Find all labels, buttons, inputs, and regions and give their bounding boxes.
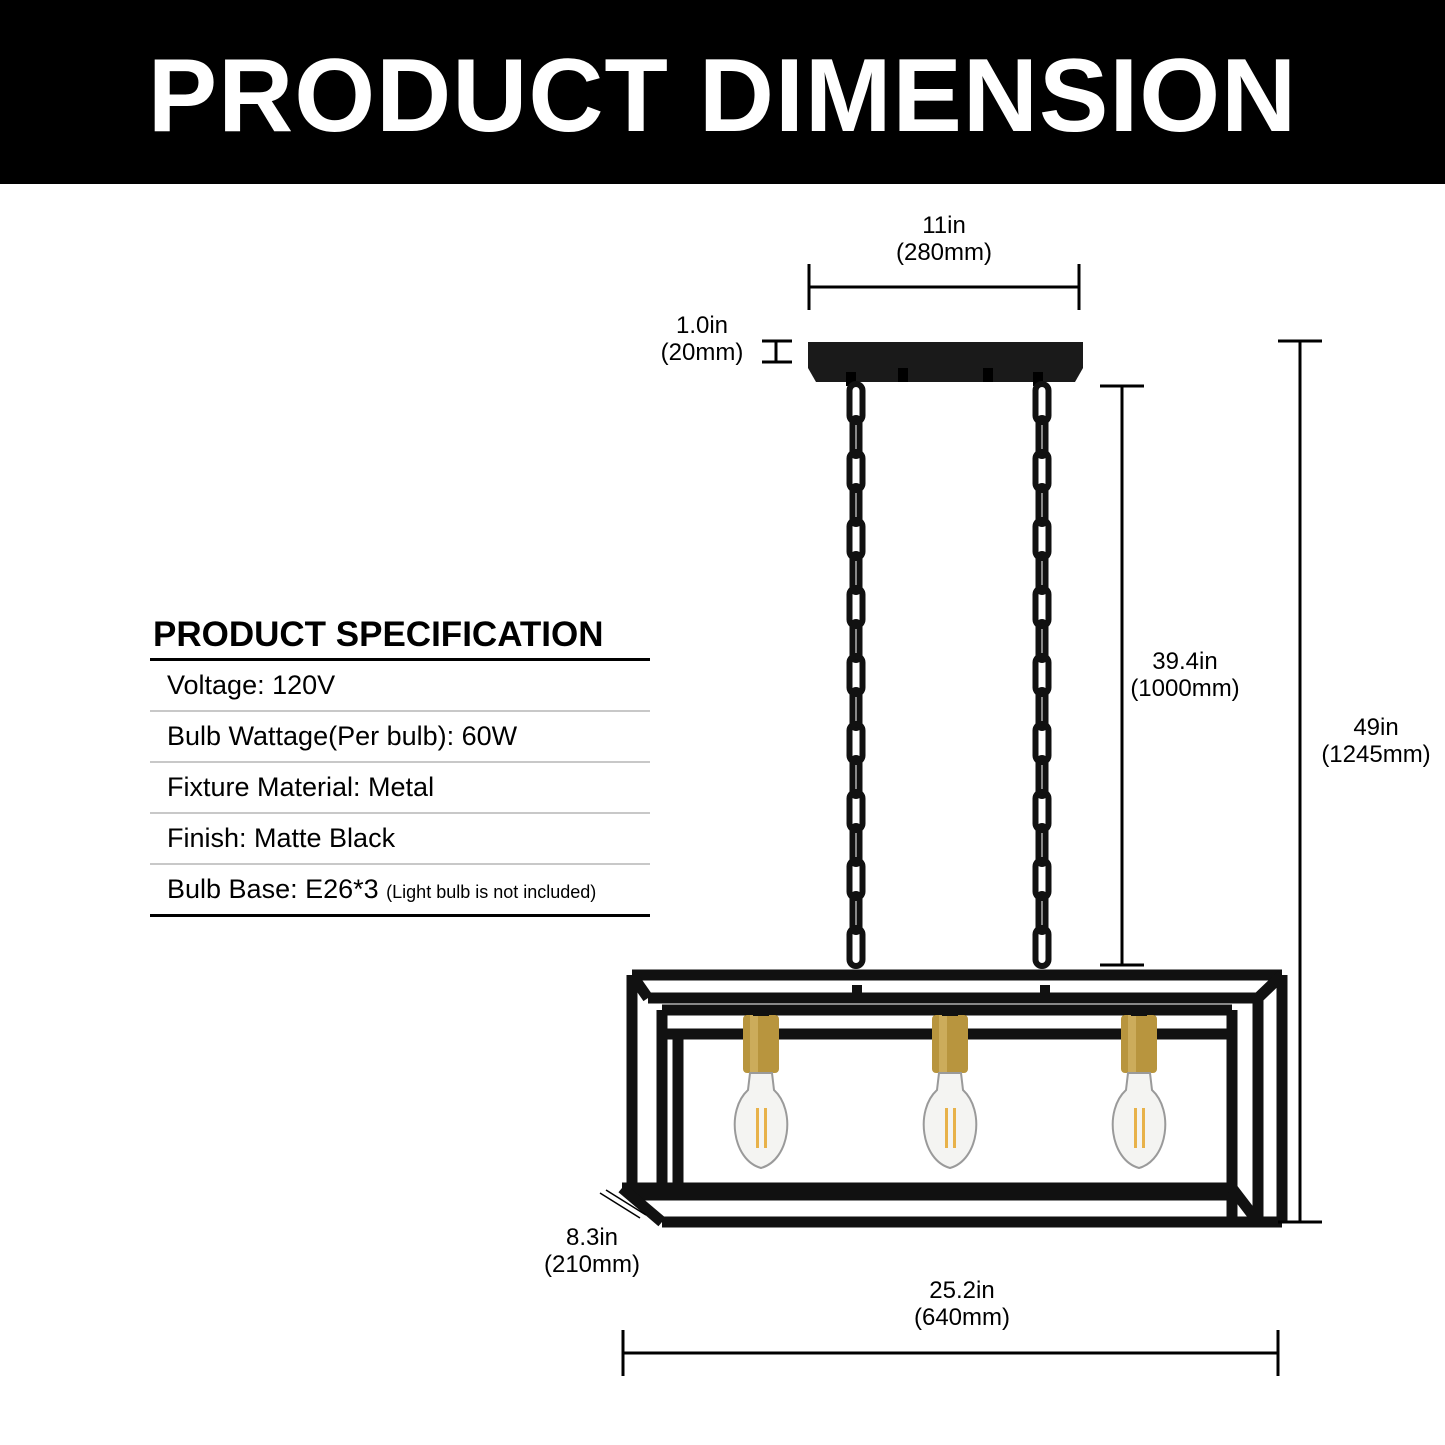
dim-line-canopy-width	[807, 264, 1081, 310]
length-label: 25.2in (640mm)	[900, 1277, 1024, 1331]
chain-link	[846, 585, 866, 629]
canopy-height-in: 1.0in	[675, 312, 729, 339]
right-chain	[1032, 381, 1052, 969]
chain-link	[846, 925, 866, 969]
bulb-left	[733, 1006, 789, 1170]
chain-link	[849, 415, 863, 459]
chain-link	[849, 755, 863, 799]
total-height-mm: (1245mm)	[1321, 741, 1431, 768]
chain-link	[1032, 381, 1052, 425]
chain-link	[1032, 789, 1052, 833]
bulb-center	[922, 1006, 978, 1170]
chain-link	[849, 619, 863, 663]
spec-finish: Finish: Matte Black	[150, 814, 650, 865]
chain-link	[846, 517, 866, 561]
canopy-width-label: 11in (280mm)	[884, 212, 1004, 266]
dim-line-depth	[599, 1189, 647, 1219]
chain-link	[1035, 823, 1049, 867]
chain-length-mm: (1000mm)	[1130, 675, 1240, 702]
header-bar: PRODUCT DIMENSION	[0, 0, 1445, 184]
chain-link	[1035, 483, 1049, 527]
chain-link	[1035, 755, 1049, 799]
chain-link	[1035, 551, 1049, 595]
canopy-height-label: 1.0in (20mm)	[648, 312, 756, 366]
depth-mm: (210mm)	[543, 1251, 640, 1278]
chain-link	[849, 551, 863, 595]
page-title: PRODUCT DIMENSION	[147, 38, 1298, 154]
chain-link	[1035, 415, 1049, 459]
chain-link	[846, 857, 866, 901]
chain-length-label: 39.4in (1000mm)	[1118, 648, 1252, 702]
chain-link	[849, 823, 863, 867]
chain-link	[846, 653, 866, 697]
canopy-height-mm: (20mm)	[660, 339, 744, 366]
chain-link	[1032, 857, 1052, 901]
canopy	[808, 342, 1083, 382]
spec-base-note: (Light bulb is not included)	[386, 882, 597, 902]
length-mm: (640mm)	[913, 1304, 1010, 1331]
depth-in: 8.3in	[565, 1224, 619, 1251]
chain-link	[849, 483, 863, 527]
spec-base-row: Bulb Base: E26*3 (Light bulb is not incl…	[150, 865, 650, 917]
total-height-label: 49in (1245mm)	[1310, 714, 1442, 768]
chain-link	[846, 381, 866, 425]
chain-link	[1032, 585, 1052, 629]
chain-link	[1035, 619, 1049, 663]
chain-link	[1035, 687, 1049, 731]
spec-base: Bulb Base: E26*3	[167, 874, 379, 904]
chain-link	[1032, 449, 1052, 493]
spec-panel: PRODUCT SPECIFICATION Voltage: 120V Bulb…	[150, 612, 650, 917]
spec-title: PRODUCT SPECIFICATION	[150, 612, 650, 661]
dim-line-chain-length	[1100, 384, 1144, 967]
spec-voltage: Voltage: 120V	[150, 661, 650, 712]
chain-link	[1032, 721, 1052, 765]
total-height-in: 49in	[1353, 714, 1399, 741]
chain-link	[846, 721, 866, 765]
left-chain	[846, 381, 866, 969]
dim-line-total-height	[1278, 339, 1322, 1224]
chain-link	[1035, 891, 1049, 935]
dim-line-length	[621, 1330, 1280, 1376]
depth-label: 8.3in (210mm)	[530, 1224, 654, 1278]
length-in: 25.2in	[929, 1277, 995, 1304]
chain-link	[1032, 517, 1052, 561]
chain-link	[1032, 653, 1052, 697]
chain-link	[846, 449, 866, 493]
dim-line-canopy-height	[762, 339, 792, 364]
canopy-width-mm: (280mm)	[895, 239, 992, 266]
spec-material: Fixture Material: Metal	[150, 763, 650, 814]
bulb-right	[1111, 1006, 1167, 1170]
chain-link	[849, 891, 863, 935]
chain-link	[846, 789, 866, 833]
canopy-width-in: 11in	[922, 212, 966, 239]
chain-length-in: 39.4in	[1152, 648, 1218, 675]
spec-wattage: Bulb Wattage(Per bulb): 60W	[150, 712, 650, 763]
chain-link	[1032, 925, 1052, 969]
chain-link	[849, 687, 863, 731]
